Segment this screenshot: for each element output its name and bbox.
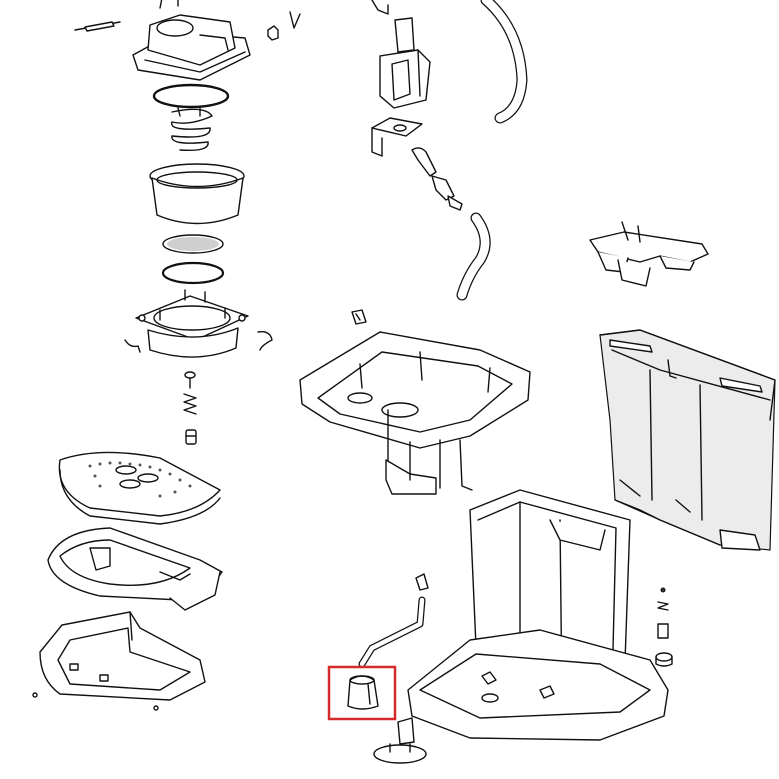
tube-fitting bbox=[411, 147, 463, 211]
valve-bracket bbox=[371, 117, 423, 157]
spring bbox=[171, 107, 213, 152]
bottom-foot bbox=[373, 717, 427, 764]
screw-right bbox=[655, 587, 673, 667]
clip bbox=[351, 309, 367, 325]
water-pipe bbox=[358, 573, 429, 668]
fitting-small bbox=[267, 11, 301, 41]
upper-housing bbox=[299, 331, 531, 495]
solenoid-valve bbox=[371, 0, 431, 109]
small-gasket bbox=[161, 261, 225, 285]
screw bbox=[184, 371, 196, 389]
brew-head-cover bbox=[132, 0, 251, 81]
highlight-box bbox=[327, 665, 397, 721]
main-housing-body bbox=[407, 489, 669, 741]
drip-tray-grate bbox=[58, 451, 221, 525]
drip-tray-base bbox=[32, 611, 206, 711]
water-tank bbox=[599, 329, 776, 551]
nut bbox=[185, 429, 197, 445]
silicone-hose bbox=[456, 0, 528, 301]
pin-part bbox=[74, 21, 121, 32]
clip-right bbox=[257, 330, 273, 351]
foot bbox=[347, 675, 379, 710]
filter-holder bbox=[149, 163, 245, 225]
clip-left bbox=[124, 339, 141, 353]
spring-small bbox=[183, 393, 197, 415]
o-ring-gasket bbox=[152, 83, 230, 109]
water-tank-lid bbox=[589, 221, 709, 287]
mesh-filter-disc bbox=[162, 234, 224, 254]
boiler-flange bbox=[135, 289, 249, 358]
drip-tray bbox=[47, 527, 223, 611]
